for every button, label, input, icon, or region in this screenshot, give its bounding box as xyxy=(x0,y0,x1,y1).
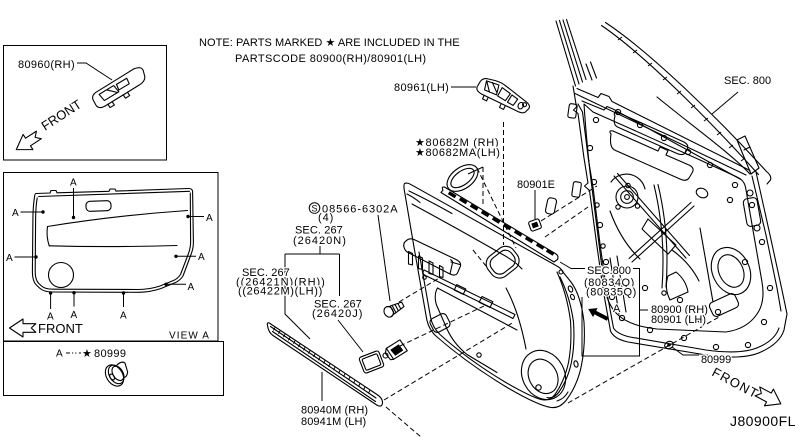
svg-text:(26420J): (26420J) xyxy=(312,308,363,320)
svg-text:(4): (4) xyxy=(318,212,334,224)
svg-text:80960(RH): 80960(RH) xyxy=(18,59,75,71)
svg-text:80901 (LH): 80901 (LH) xyxy=(651,314,706,326)
svg-text:((26422M)(LH)): ((26422M)(LH)) xyxy=(238,286,323,298)
svg-text:80999: 80999 xyxy=(701,354,731,366)
svg-text:VIEW A: VIEW A xyxy=(169,331,210,342)
svg-text:S: S xyxy=(312,204,318,214)
svg-text:80961(LH): 80961(LH) xyxy=(394,82,449,94)
svg-text:★80682M (RH): ★80682M (RH) xyxy=(415,137,499,149)
svg-text:A: A xyxy=(12,208,19,219)
svg-text:A: A xyxy=(188,282,195,293)
svg-text:FRONT: FRONT xyxy=(38,321,83,336)
svg-text:SEC. 267: SEC. 267 xyxy=(314,299,362,311)
svg-text:A: A xyxy=(71,310,78,321)
svg-text:80940M (RH): 80940M (RH) xyxy=(301,405,368,417)
svg-text:PARTSCODE 80900(RH)/80901(LH): PARTSCODE 80900(RH)/80901(LH) xyxy=(235,53,427,65)
svg-text:08566-6302A: 08566-6302A xyxy=(322,204,399,216)
svg-text:((26421N)(RH)): ((26421N)(RH)) xyxy=(236,277,326,289)
svg-text:J80900FL: J80900FL xyxy=(730,413,796,429)
svg-text:80941M (LH): 80941M (LH) xyxy=(301,416,366,428)
svg-text:NOTE: PARTS MARKED ★ ARE INCLU: NOTE: PARTS MARKED ★ ARE INCLUDED IN THE xyxy=(199,37,460,49)
svg-text:SEC. 267: SEC. 267 xyxy=(242,267,290,279)
svg-text:★: ★ xyxy=(82,348,92,360)
svg-text:A: A xyxy=(6,253,13,264)
svg-text:A: A xyxy=(70,178,77,189)
svg-text:80999: 80999 xyxy=(94,348,126,360)
svg-text:A: A xyxy=(120,311,127,322)
svg-text:A: A xyxy=(47,312,54,323)
svg-text:80900 (RH): 80900 (RH) xyxy=(651,304,708,316)
svg-text:(80834Q): (80834Q) xyxy=(584,277,635,289)
svg-text:★80682MA(LH): ★80682MA(LH) xyxy=(415,147,501,159)
svg-text:A: A xyxy=(613,303,621,315)
svg-text:SEC. 267: SEC. 267 xyxy=(295,225,343,237)
svg-text:SEC.800: SEC.800 xyxy=(587,265,631,277)
svg-text:(26420N): (26420N) xyxy=(293,235,347,247)
svg-text:(80835Q): (80835Q) xyxy=(586,287,637,299)
svg-text:A: A xyxy=(206,213,213,224)
svg-text:80901E: 80901E xyxy=(517,179,555,191)
svg-text:A: A xyxy=(198,252,205,263)
svg-text:A: A xyxy=(56,349,63,360)
svg-text:SEC. 800: SEC. 800 xyxy=(724,75,771,87)
